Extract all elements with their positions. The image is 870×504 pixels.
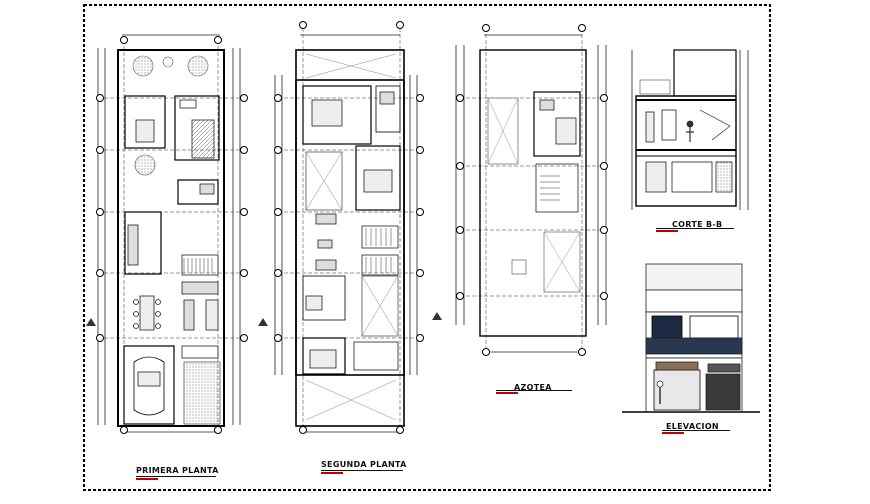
floor-plan-second: [274, 21, 424, 434]
level-marker-right: [432, 312, 442, 320]
title-scale-bar-primera: [136, 478, 158, 480]
title-scale-bar-segunda: [321, 472, 343, 474]
title-primera-planta: PRIMERA PLANTA: [136, 466, 219, 475]
level-marker-mid: [258, 318, 268, 326]
title-scale-bar-elevacion: [662, 432, 684, 434]
title-underline-corte: [656, 228, 734, 229]
title-azotea: AZOTEA: [514, 383, 552, 392]
sheet-frame: [83, 4, 771, 491]
title-underline-azotea: [496, 390, 572, 391]
title-underline-elevacion: [662, 430, 730, 431]
front-elevation: [622, 263, 760, 413]
section-cut: [631, 49, 749, 210]
title-scale-bar-azotea: [496, 392, 518, 394]
title-underline-segunda: [321, 470, 403, 471]
roof-plan: [455, 24, 608, 356]
floor-plan-first: [96, 34, 248, 434]
title-scale-bar-corte: [656, 230, 678, 232]
title-elevacion: ELEVACION: [666, 422, 719, 431]
level-marker-left: [86, 318, 96, 326]
title-corte: CORTE B-B: [672, 220, 723, 229]
title-underline-primera: [136, 476, 216, 477]
title-segunda-planta: SEGUNDA PLANTA: [321, 460, 407, 469]
